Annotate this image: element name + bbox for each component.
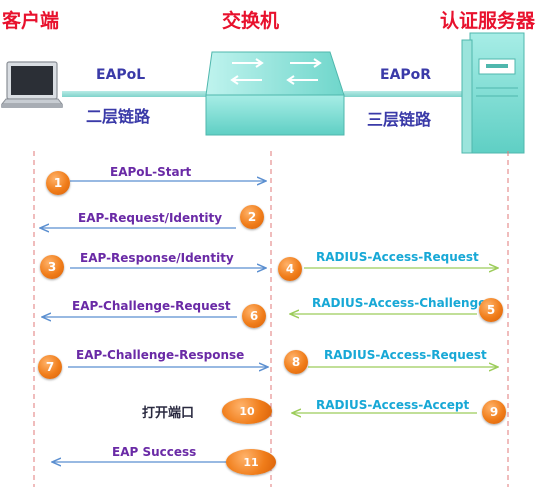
message-7-label: EAP-Challenge-Response [76, 348, 245, 362]
message-8-label: RADIUS-Access-Request [324, 348, 487, 362]
step-badge-1: 1 [46, 171, 70, 195]
left-layer-label: 二层链路 [86, 107, 151, 126]
message-6-label: EAP-Challenge-Request [72, 299, 231, 313]
message-3-label: EAP-Response/Identity [80, 251, 234, 265]
right-layer-label: 三层链路 [367, 110, 432, 129]
message-5-label: RADIUS-Access-Challenge [312, 296, 487, 310]
left-protocol-label: EAPoL [96, 67, 146, 83]
step-badge-5: 5 [479, 298, 503, 322]
message-2-label: EAP-Request/Identity [78, 211, 223, 225]
step-badge-8: 8 [284, 350, 308, 374]
message-11-label: EAP Success [112, 445, 197, 459]
server-title: 认证服务器 [440, 10, 536, 32]
step-badge-6: 6 [242, 304, 266, 328]
step-badge-7: 7 [38, 355, 62, 379]
step-badge-10: 10 [222, 398, 272, 424]
server-tower-icon [461, 32, 525, 154]
laptop-icon [0, 61, 64, 108]
message-10-label: 打开端口 [142, 406, 195, 421]
message-1-label: EAPoL-Start [110, 165, 192, 179]
switch-icon [205, 51, 345, 136]
left-link-line [62, 91, 212, 97]
step-badge-11: 11 [226, 449, 276, 475]
client-title: 客户端 [2, 10, 60, 32]
message-9-label: RADIUS-Access-Accept [316, 398, 470, 412]
step-badge-4: 4 [278, 257, 302, 281]
right-link-line [344, 91, 484, 97]
step-badge-2: 2 [240, 205, 264, 229]
step-badge-3: 3 [40, 255, 64, 279]
message-4-label: RADIUS-Access-Request [316, 250, 479, 264]
right-protocol-label: EAPoR [380, 67, 432, 83]
step-badge-9: 9 [482, 400, 506, 424]
switch-title: 交换机 [222, 10, 280, 32]
